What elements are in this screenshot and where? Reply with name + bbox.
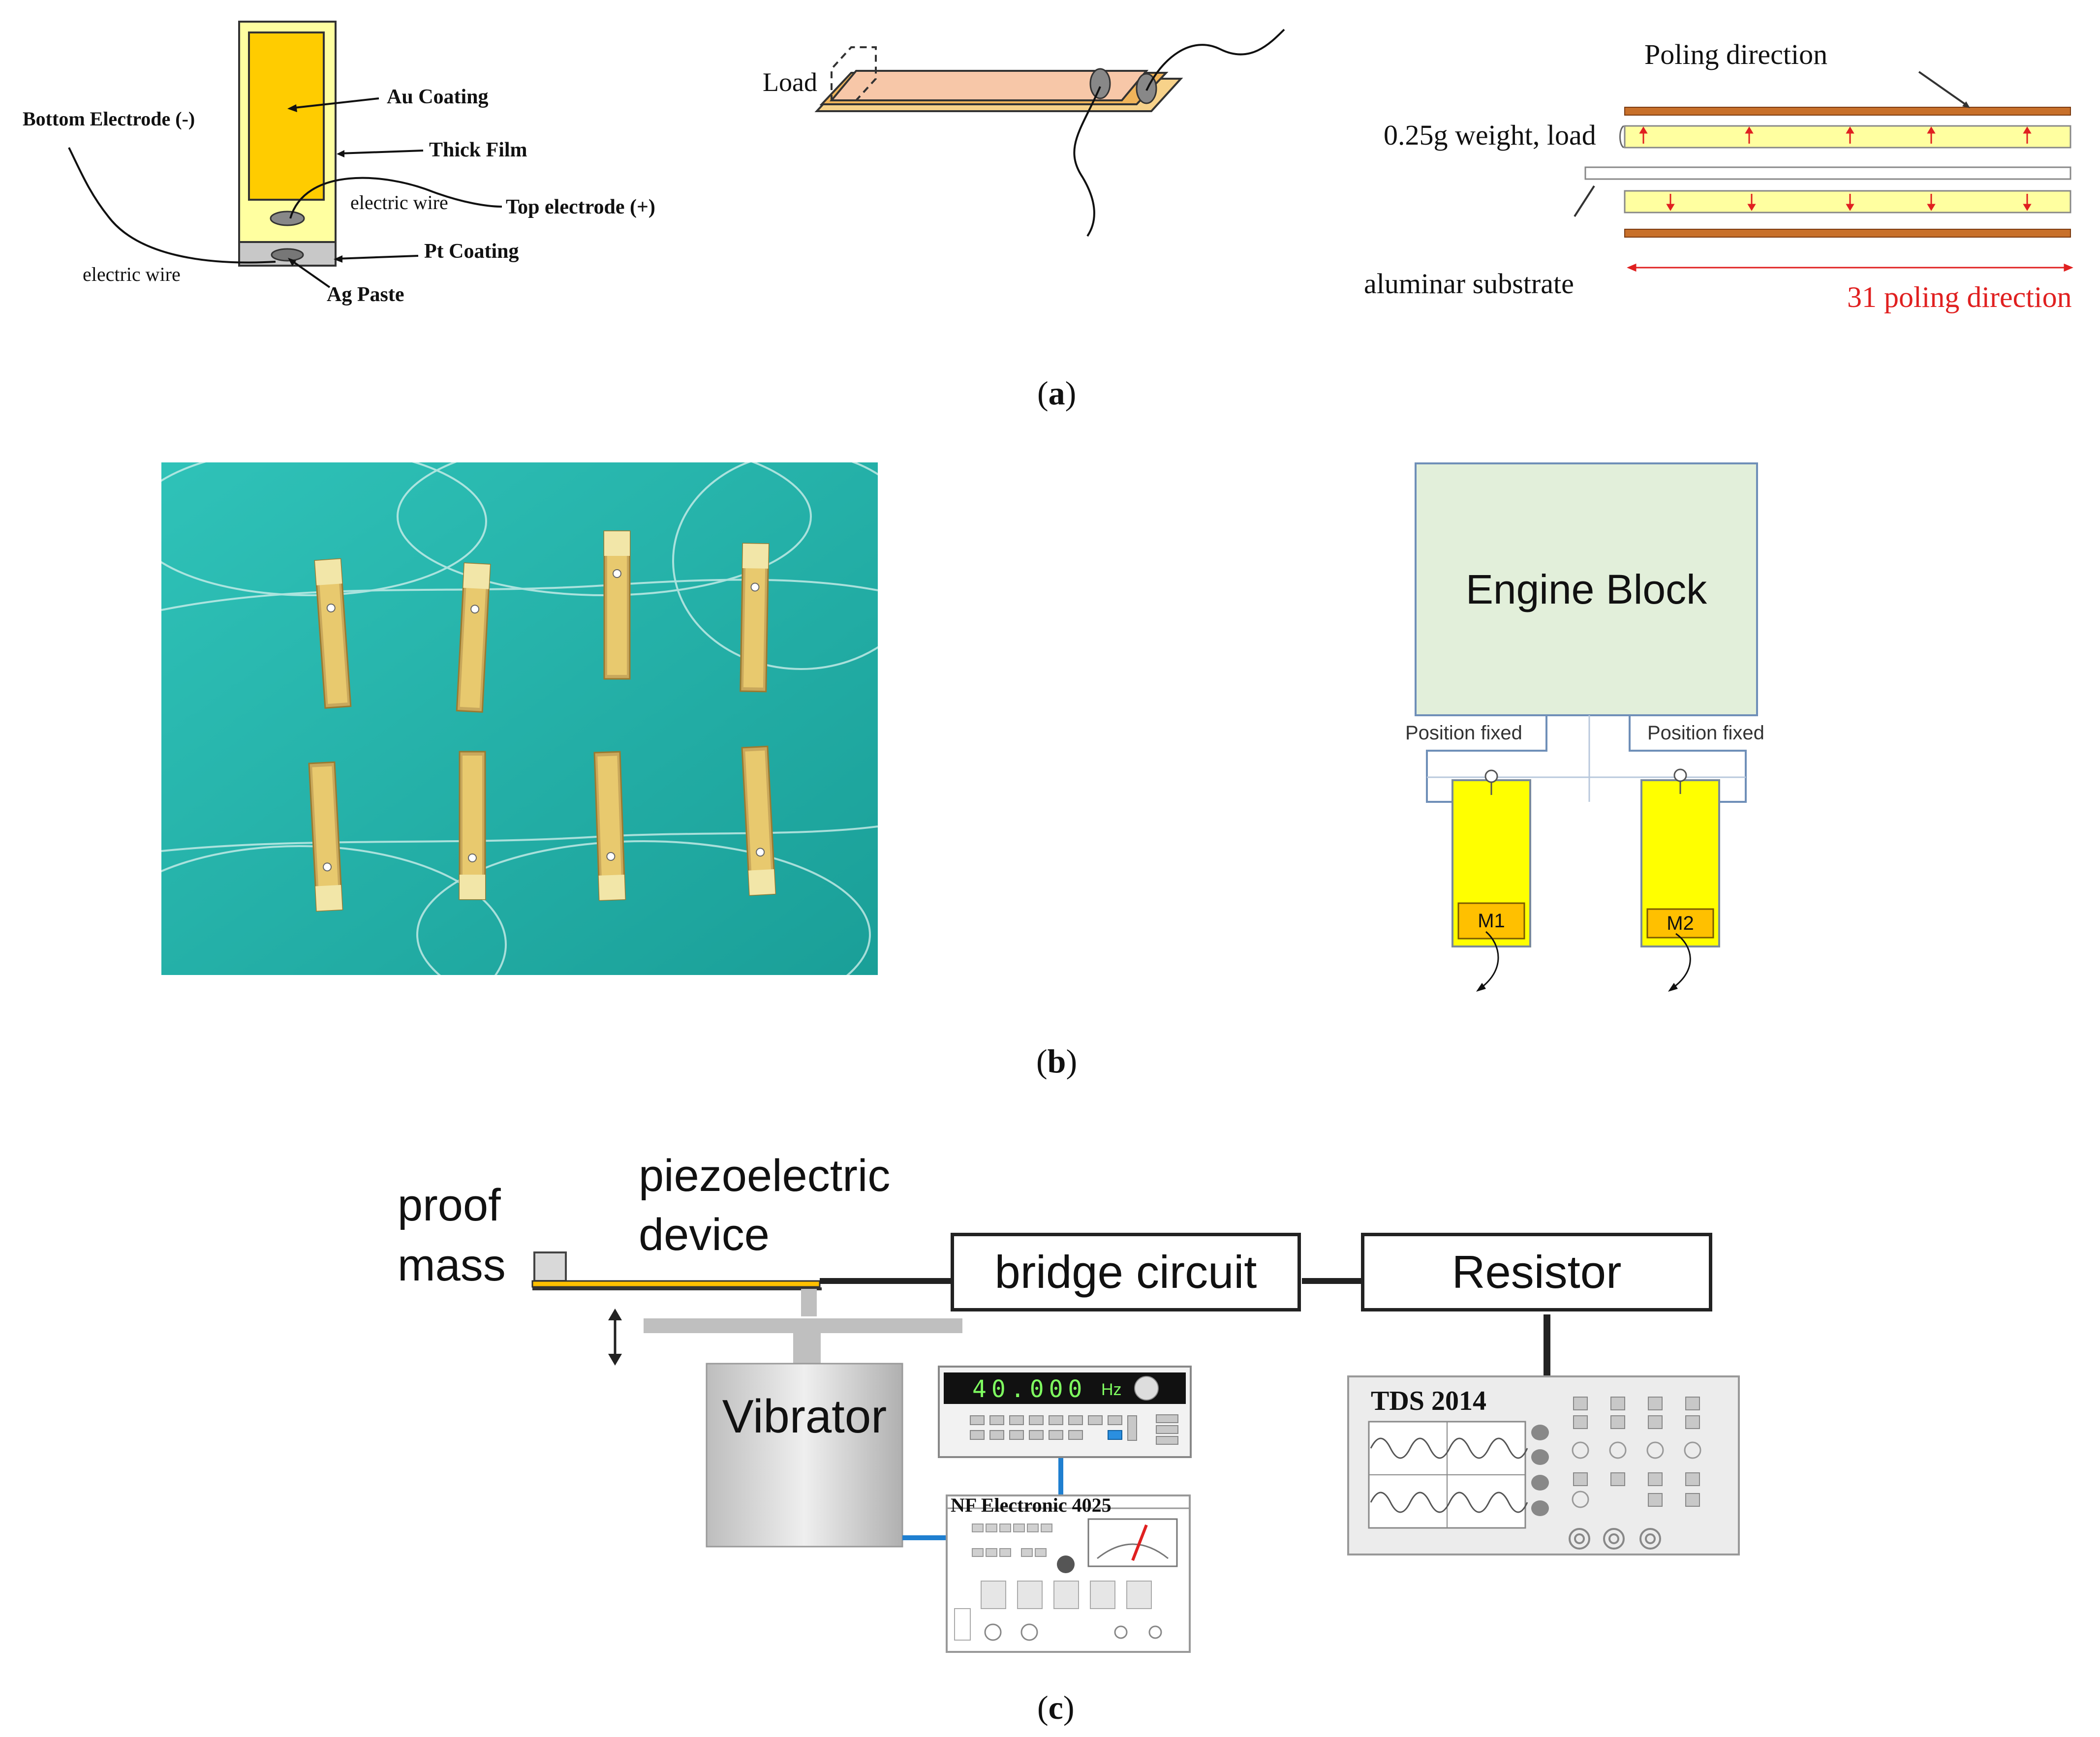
resistor-box: Resistor bbox=[1361, 1233, 1712, 1311]
top-electrode-spot bbox=[270, 211, 305, 226]
label-bottom-electrode: Bottom Electrode (-) bbox=[23, 108, 195, 130]
engine-block-label: Engine Block bbox=[1465, 566, 1707, 612]
lower-film bbox=[1624, 190, 2071, 213]
generator-display-unit: Hz bbox=[1101, 1380, 1122, 1399]
amplifier-label: NF Electronic 4025 bbox=[951, 1494, 1112, 1516]
label-pt-coating: Pt Coating bbox=[424, 240, 519, 263]
label-position-fixed-right: Position fixed bbox=[1647, 722, 1764, 744]
au-coating-layer bbox=[248, 31, 325, 201]
bridge-circuit-box: bridge circuit bbox=[951, 1233, 1301, 1311]
label-alumina-substrate: aluminar substrate bbox=[1364, 268, 1574, 300]
oscilloscope-label: TDS 2014 bbox=[1371, 1386, 1486, 1416]
mass-m2 bbox=[1646, 908, 1714, 939]
caption-b: (b) bbox=[1036, 1042, 1078, 1080]
proof-mass bbox=[533, 1251, 567, 1282]
label-top-electrode: Top electrode (+) bbox=[506, 196, 655, 218]
label-proof-mass-line2: mass bbox=[398, 1240, 506, 1290]
electric-wire-bottom bbox=[68, 147, 276, 264]
upper-film bbox=[1624, 125, 2071, 149]
label-ag-paste: Ag Paste bbox=[327, 283, 404, 306]
label-piezo-device-line1: piezoelectric bbox=[639, 1151, 891, 1201]
label-m1: M1 bbox=[1478, 910, 1505, 932]
bottom-electrode-plate bbox=[1624, 229, 2071, 238]
panel-a-graphics bbox=[68, 21, 2073, 288]
function-generator bbox=[938, 1366, 1192, 1458]
caption-c: (c) bbox=[1037, 1689, 1075, 1726]
caption-a: (a) bbox=[1037, 374, 1077, 412]
label-au-coating: Au Coating bbox=[387, 86, 489, 108]
engine-mount-diagram bbox=[1415, 462, 1758, 992]
vibrator-label: Vibrator bbox=[722, 1390, 887, 1443]
label-poling-direction: Poling direction bbox=[1644, 38, 1828, 70]
label-weight-load: 0.25g weight, load bbox=[1384, 119, 1596, 151]
alumina-substrate bbox=[1584, 166, 2071, 180]
measurement-setup-graphics bbox=[531, 1251, 1740, 1653]
power-amplifier bbox=[946, 1494, 1191, 1653]
mass-m1 bbox=[1457, 902, 1525, 940]
label-electric-wire-top: electric wire bbox=[350, 191, 448, 213]
engine-block bbox=[1415, 462, 1758, 716]
label-proof-mass-line1: proof bbox=[398, 1180, 501, 1230]
label-31-poling-direction: 31 poling direction bbox=[1847, 281, 2072, 313]
load-box bbox=[831, 46, 877, 101]
poling-direction-sketch bbox=[1574, 71, 2073, 272]
sensor-strips-top-row bbox=[314, 530, 770, 713]
label-position-fixed-left: Position fixed bbox=[1405, 722, 1522, 744]
label-thick-film: Thick Film bbox=[429, 139, 527, 161]
label-electric-wire-bottom: electric wire bbox=[83, 263, 181, 285]
generator-display-value: 40.000 bbox=[972, 1375, 1087, 1403]
ag-paste-spot bbox=[271, 248, 304, 262]
layer-structure-diagram bbox=[68, 21, 502, 288]
oscilloscope bbox=[1347, 1375, 1740, 1555]
cantilever-load-sketch bbox=[814, 29, 1285, 237]
piezo-beam bbox=[531, 1280, 821, 1288]
label-piezo-device-line2: device bbox=[639, 1210, 770, 1260]
sensor-array-photo bbox=[161, 462, 878, 975]
electric-wire-top bbox=[289, 177, 502, 219]
sensor-strips-bottom-row bbox=[308, 745, 776, 912]
label-load: Load bbox=[763, 67, 817, 97]
vibrator-body bbox=[706, 1363, 903, 1548]
label-m2: M2 bbox=[1667, 912, 1694, 934]
top-electrode-plate bbox=[1624, 107, 2071, 116]
